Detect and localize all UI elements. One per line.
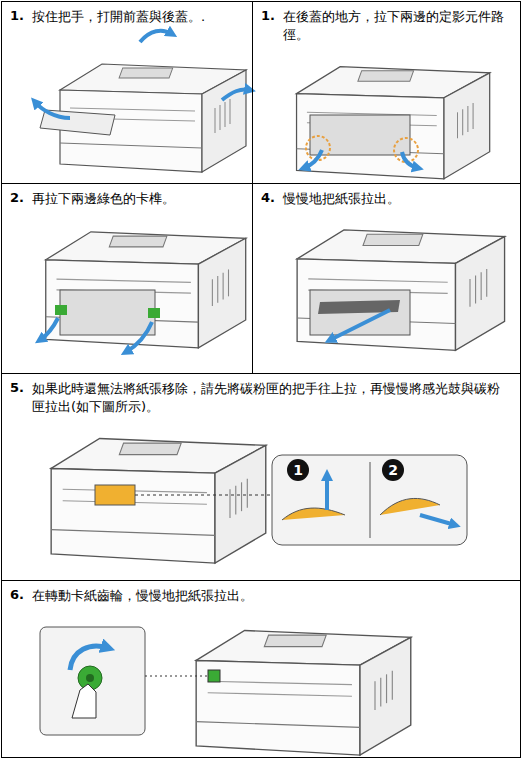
step-text: 慢慢地把紙張拉出。: [283, 190, 510, 208]
printer-rear-fuser: [297, 67, 490, 179]
step-text: 在轉動卡紙齒輪，慢慢地把紙張拉出。: [32, 587, 510, 605]
printer-pull-paper: [297, 230, 504, 350]
callout-number: 2: [382, 459, 404, 481]
step-number: 4.: [261, 190, 275, 205]
printer-open-covers: [35, 31, 250, 172]
step-cell: 2. 再拉下兩邊綠色的卡榫。: [1, 183, 253, 374]
printer-green-levers: [40, 232, 246, 352]
step-cell: 5. 如果此時還無法將紙張移除，請先將碳粉匣的把手往上拉，再慢慢將感光鼓與碳粉匣拉…: [1, 373, 521, 581]
step-number: 5.: [10, 380, 24, 395]
step-text: 再拉下兩邊綠色的卡榫。: [32, 190, 242, 208]
step-cell: 1. 在後蓋的地方，拉下兩邊的定影元件路徑。: [252, 1, 521, 184]
step-text: 在後蓋的地方，拉下兩邊的定影元件路徑。: [283, 8, 510, 44]
step-cell: 1. 按住把手，打開前蓋與後蓋。.: [1, 1, 253, 184]
step-number: 2.: [10, 190, 24, 205]
step-number: 6.: [10, 587, 24, 602]
step-number: 1.: [10, 8, 24, 23]
printer-toner-removal: [51, 438, 467, 563]
printer-jam-gear: [40, 627, 411, 755]
step-cell: 4. 慢慢地把紙張拉出。: [252, 183, 521, 374]
step-number: 1.: [261, 8, 275, 23]
step-text: 按住把手，打開前蓋與後蓋。.: [32, 8, 242, 26]
callout-number: 1: [287, 459, 309, 481]
step-cell: 6. 在轉動卡紙齒輪，慢慢地把紙張拉出。: [1, 580, 521, 758]
step-text: 如果此時還無法將紙張移除，請先將碳粉匣的把手往上拉，再慢慢將感光鼓與碳粉匣拉出(…: [32, 380, 510, 416]
